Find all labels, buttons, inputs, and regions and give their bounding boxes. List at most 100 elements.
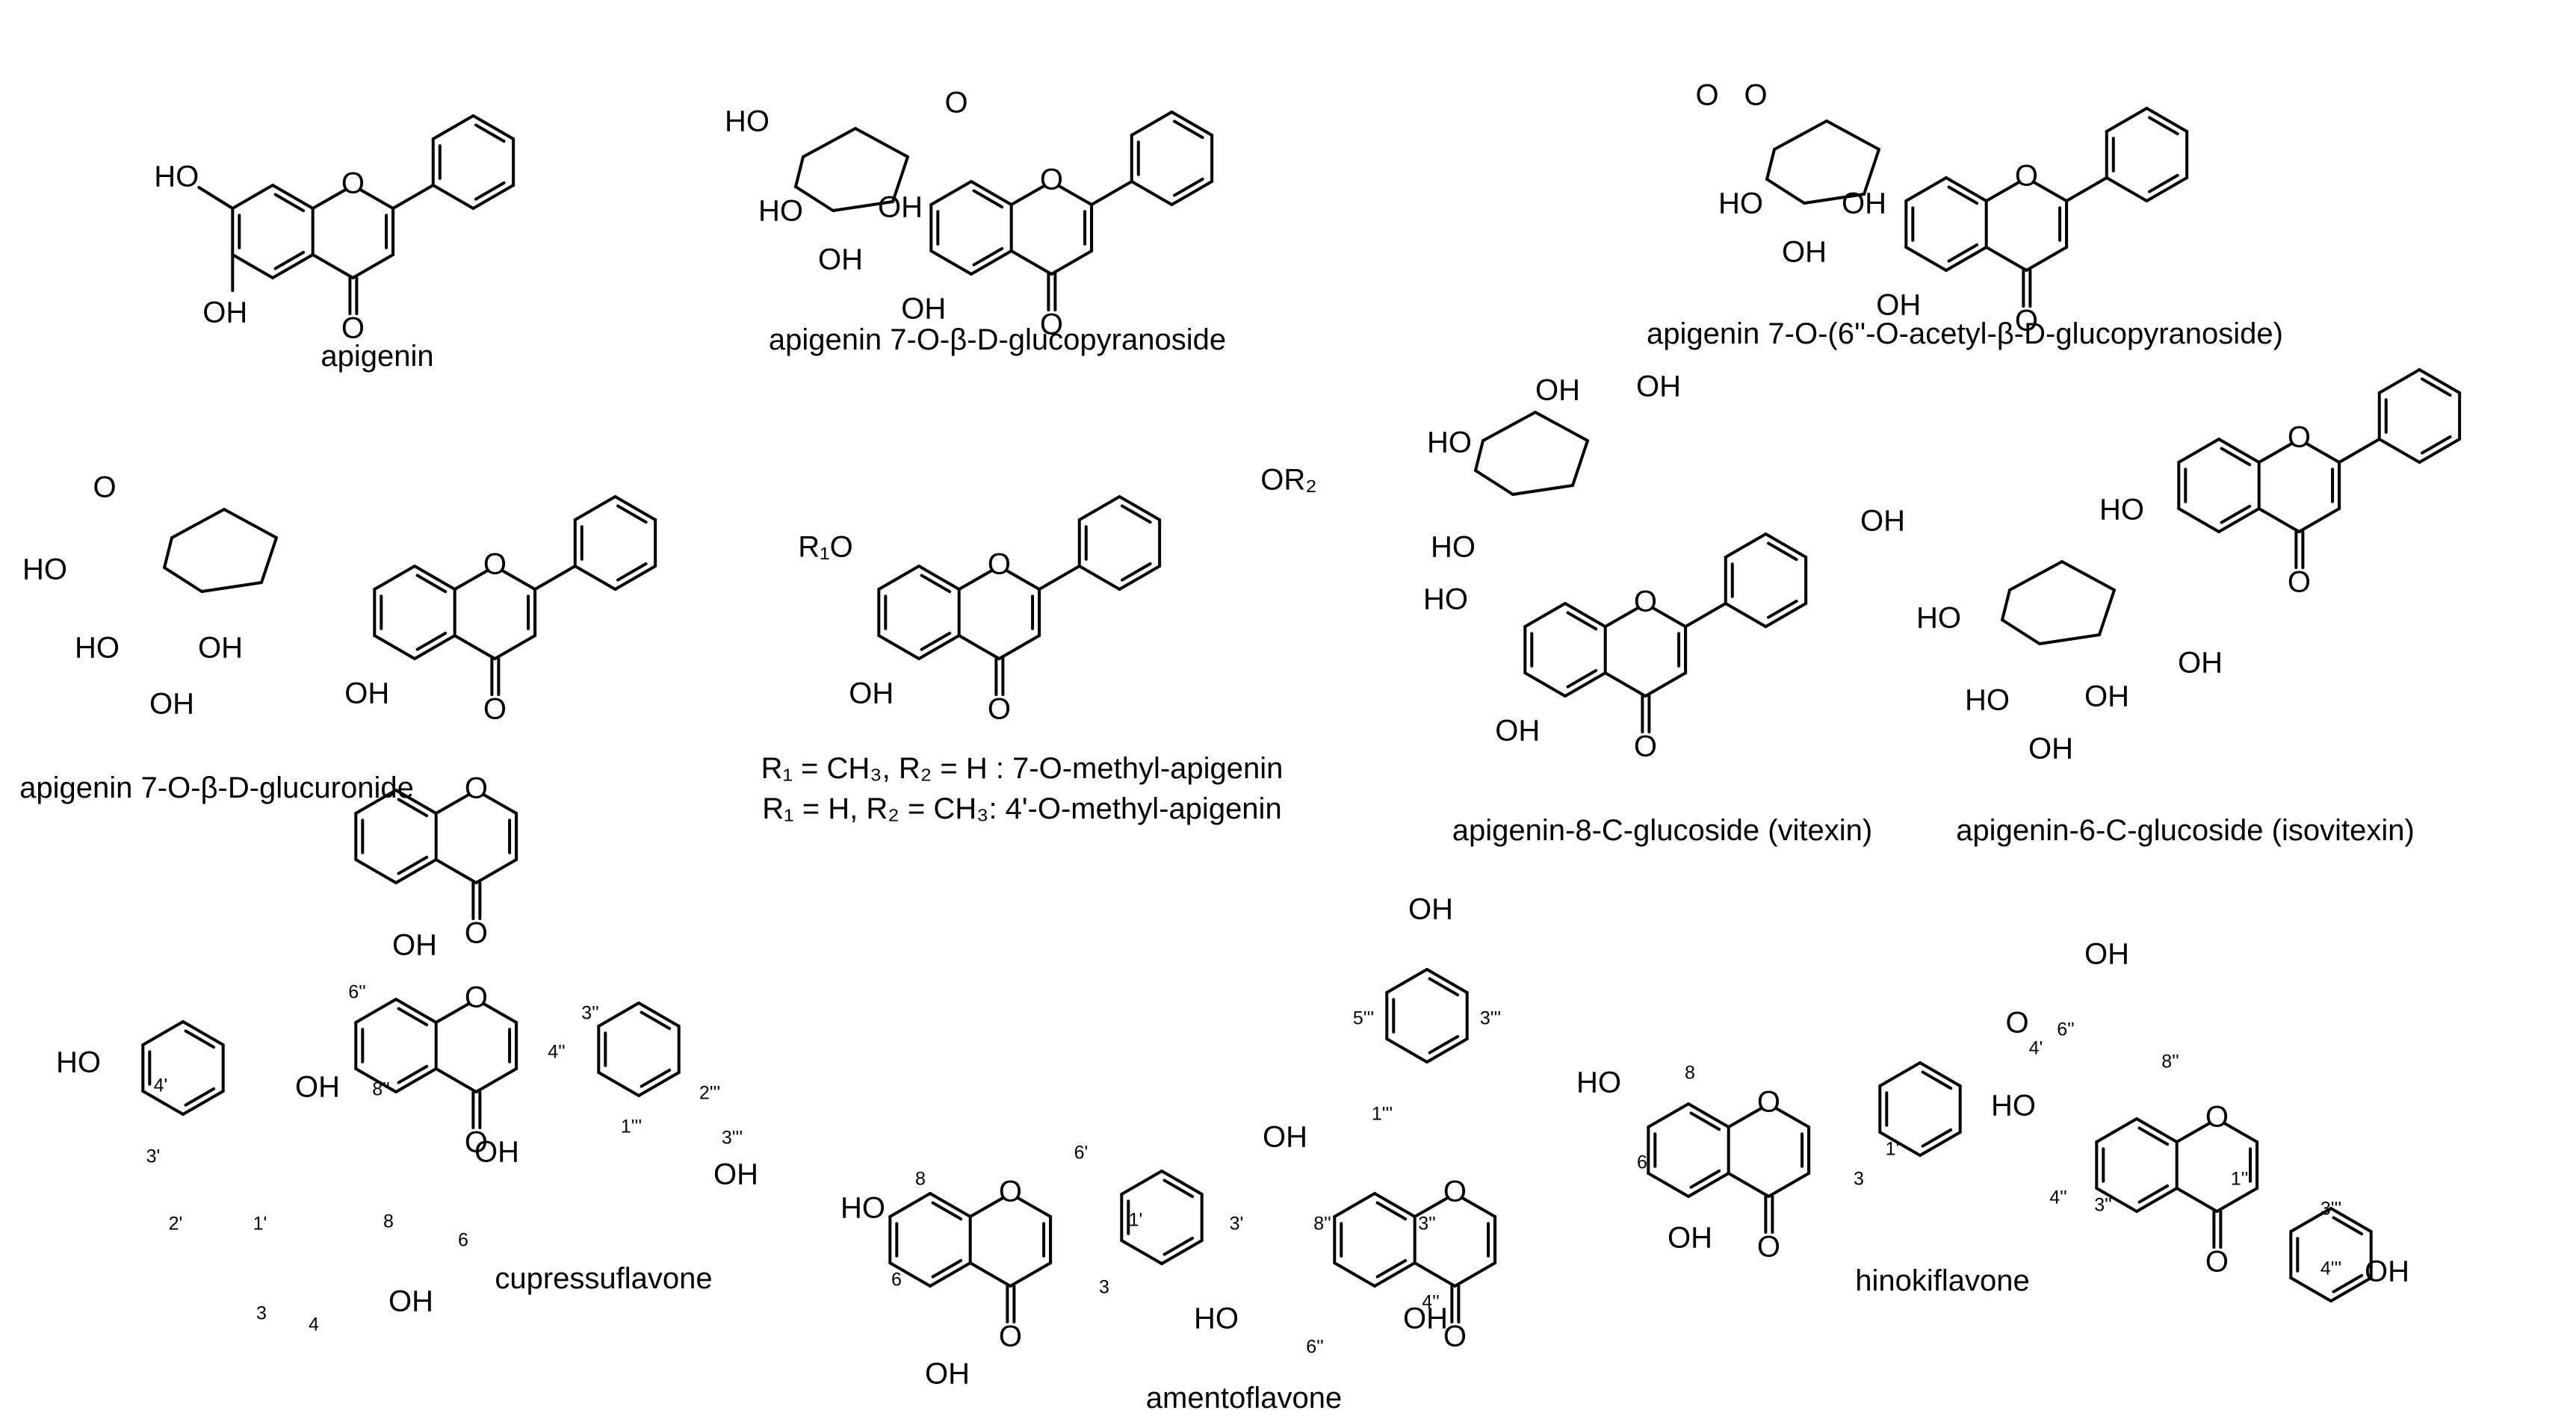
apig7acglc-sugar-ring [1765,178,1806,205]
apig7gluc-sugar-ring [163,536,173,569]
vitexin-ringA [1564,671,1607,698]
amento-position-5: 3' [1230,1214,1244,1235]
isovitexin-ringA [2177,438,2220,464]
vitexin-ho4: HO [1427,426,1472,459]
isovitexin-sugar-ring [2038,633,2101,645]
vitexin-ringC [1603,606,1640,628]
apigenin-ringB-bond [431,184,475,210]
apig7glc-glyco-o: O [944,87,967,119]
apig7gluc-sugar-ring [200,581,263,593]
hinoki-position-9: 1''' [2231,1169,2252,1190]
amento-lower-carbonyl-oxygen: O [999,1320,1022,1353]
cupress-ringB1-bond [182,1020,225,1046]
caption-layer: apigenin apigenin 7-O-β-D-glucopyranosid… [19,317,2415,1415]
hinoki-core2-ringC [2215,1187,2259,1213]
amento-lower-ringA-inner [931,1258,963,1279]
hinoki-core1-ringC [1767,1172,1811,1198]
apigenin-ringC [311,188,347,210]
apig7glc-carbonyl-oxygen: O [1040,308,1063,341]
hinoki-ho5pp: HO [1991,1090,2036,1123]
caption-amentoflavone: amentoflavone [1146,1382,1342,1415]
cupress-ringB1-bond-inner [184,1029,216,1049]
methylapig-oh5: OH [849,677,894,710]
amento-position-2: 3 [1099,1277,1109,1298]
apig7glc-link [1090,180,1133,206]
cupress-upper-ringC [474,858,518,884]
bond-layer [141,107,2462,1323]
cupress-lower-ringC [482,1002,518,1024]
hinoki-core1-ringA [1647,1102,1690,1128]
hinoki-core1-ringC [1727,1107,1763,1128]
cupress-position-7: 6 [458,1230,468,1251]
hinoki-position-7: 4'' [2049,1187,2066,1208]
apig7glc-ringA [970,249,1013,276]
vitexin-link [1684,602,1727,628]
hinoki-ringB-bond-inner [1921,1128,1953,1148]
vitexin-ringB-bond [1724,533,1768,559]
apig7glc-ringB-bond-inner [1173,119,1204,140]
apig7glc-ringB-bond [1170,111,1214,137]
apig7gluc-ringB-bond [613,495,657,521]
apig7acglc-sugar-ring [1803,193,1866,205]
apig7gluc-ringA-inner [415,631,448,651]
apig7gluc-ho4: HO [75,632,120,665]
apig7gluc-oh3: OH [149,688,194,721]
isovitexin-link [2338,438,2381,464]
cupress-oh4ppp: OH [713,1158,758,1191]
hinoki-position-5: 6'' [2057,1019,2074,1040]
hinoki-oh7pp: OH [2084,938,2129,971]
hinoki-core1-ringA-inner [1689,1169,1721,1189]
hinoki-core1-ringA [1687,1102,1730,1128]
apig7acglc-sugar-ring [1825,119,1880,151]
hinoki-core1-ringA [1687,1172,1730,1198]
amento-lower-ringC [1009,1261,1053,1288]
caption-apigenin: apigenin [321,340,433,373]
apig7glc-ringA [929,249,973,276]
hinoki-ringB-bond [1878,1061,1922,1087]
apig7acglc-ringB-bond-inner [2148,116,2179,136]
amento-lower-ringA-inner [931,1201,963,1221]
apigenin-ringA [231,253,274,279]
apig7gluc-ringA [373,565,416,591]
amento-lower-ring-oxygen: O [999,1176,1022,1208]
amento-position-6: 8'' [1313,1214,1331,1235]
apig7gluc-ringA [413,634,456,660]
apig7glc-ringC [1009,184,1046,206]
cupress-position-14: 3''' [722,1128,743,1149]
methylapig-ringC [997,634,1041,660]
cupress-position-0: 4' [154,1075,168,1096]
cupress-ringB2-bond-inner [640,1010,672,1031]
amento-upper-ringC [1461,1196,1497,1218]
methylapig-r1o: R₁O [798,531,853,564]
apigenin-ringC [351,253,395,279]
cupress-ringB1-bond [182,1090,225,1116]
apig7glc-ringA-inner [972,246,1004,267]
apig7acglc-link [2065,176,2108,202]
isovitexin-ringC [2305,442,2341,464]
isovitexin-ringB-bond-inner [2421,377,2452,397]
vitexin-ringB-bond [1764,602,1808,628]
caption-methyl-apigenin-line2: R₁ = H, R₂ = CH₃: 4'-O-methyl-apigenin [762,792,1281,825]
hinoki-core2-ringA [2095,1117,2138,1143]
hinoki-core2-ringC [2175,1122,2211,1143]
apig7gluc-ringB-bond-inner [616,562,648,582]
vitexin-oh4p: OH [1860,505,1905,538]
vitexin-ringA [1523,602,1567,628]
vitexin-sugar-ring [1474,469,1514,496]
apig7acglc-ringA [1904,246,1948,272]
vitexin-sugar-ring [1474,439,1484,472]
apig7glc-sugar-ring [794,185,835,212]
cupress-upper-ringA [394,789,438,815]
amento-ringBpp-bond-inner [1428,1034,1460,1055]
apigenin-ho7: HO [154,161,199,193]
amento-upper-ringC [1453,1261,1497,1288]
amento-ringBpp-bond [1425,1037,1469,1064]
isovitexin-ringC [2257,507,2301,533]
apig7acglc-acyl-o: O [1744,79,1767,112]
cupress-oh5pp: OH [392,929,437,962]
apigenin-ringA-inner [273,193,306,213]
cupress-lower-ringA [354,1067,397,1093]
apig7gluc-ringA [373,634,416,660]
cupress-lower-ringA [394,1067,438,1093]
